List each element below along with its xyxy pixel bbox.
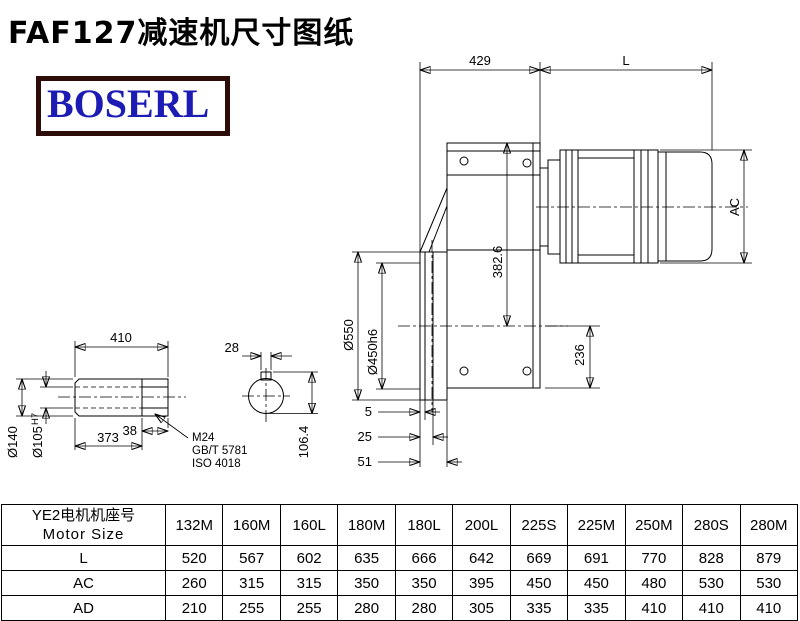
dim-236-label: 236 — [572, 344, 587, 366]
cell: 315 — [222, 570, 281, 596]
table-row-AD: AD 210 255 255 280 280 305 335 335 410 4… — [1, 595, 799, 621]
cell: 315 — [279, 570, 339, 596]
dim-d140-label: Ø140 — [5, 426, 20, 458]
note-m24: M24 — [192, 432, 215, 444]
col-header: 132M — [164, 504, 224, 546]
table-header-row: YE2电机机座号 Motor Size 132M 160M 160L 180M … — [1, 504, 799, 546]
dim-373-label: 373 — [97, 430, 119, 445]
cell: 520 — [164, 545, 224, 571]
cell: 255 — [222, 595, 281, 621]
dim-410-label: 410 — [110, 330, 132, 345]
technical-drawing: 429 L AC Ø550 Ø450h6 382.6 — [5, 53, 752, 470]
col-header: 160L — [279, 504, 339, 546]
output-flange — [398, 240, 568, 467]
cell: 305 — [452, 595, 511, 621]
table-row-L: L 520 567 602 635 666 642 669 691 770 82… — [1, 545, 799, 571]
cell: 879 — [739, 545, 799, 571]
dim-AC-label: AC — [727, 198, 742, 216]
dim-51-label: 51 — [358, 454, 372, 469]
cell: 450 — [509, 570, 569, 596]
page-title: FAF127减速机尺寸图纸 — [8, 16, 355, 51]
table-header-motor-size: YE2电机机座号 Motor Size — [1, 504, 166, 546]
motor-size-table: YE2电机机座号 Motor Size 132M 160M 160L 180M … — [1, 504, 799, 621]
col-header: 250M — [624, 504, 684, 546]
cell: 642 — [452, 545, 511, 571]
cell: 666 — [394, 545, 454, 571]
header-cn: YE2电机机座号 — [31, 507, 136, 524]
row-label: AC — [1, 570, 166, 596]
cell: 335 — [567, 595, 626, 621]
col-header: 280M — [739, 504, 799, 546]
cell: 280 — [394, 595, 454, 621]
row-label: L — [1, 545, 166, 571]
main-dimensions: 429 L AC Ø550 Ø450h6 382.6 — [341, 53, 752, 469]
cell: 669 — [509, 545, 569, 571]
dim-5-label: 5 — [365, 404, 372, 419]
cell: 530 — [682, 570, 741, 596]
dim-d550-label: Ø550 — [341, 319, 356, 351]
cell: 395 — [452, 570, 511, 596]
cell: 602 — [279, 545, 339, 571]
row-label: AD — [1, 595, 166, 621]
col-header: 200L — [452, 504, 511, 546]
col-header: 160M — [222, 504, 281, 546]
dim-28-label: 28 — [225, 340, 239, 355]
gear-housing — [419, 142, 541, 389]
dim-L-label: L — [622, 53, 629, 68]
cell: 450 — [567, 570, 626, 596]
shaft-cross-section: 28 106.4 — [225, 340, 318, 458]
note-iso4018: ISO 4018 — [192, 458, 241, 470]
cell: 530 — [739, 570, 799, 596]
col-header: 180M — [337, 504, 396, 546]
cell: 255 — [279, 595, 339, 621]
dim-106-label: 106.4 — [296, 426, 311, 459]
dim-d105-tolerance: H7 — [30, 413, 41, 425]
cell: 770 — [624, 545, 684, 571]
cell: 410 — [624, 595, 684, 621]
cell: 410 — [682, 595, 741, 621]
shaft-detail-view: 410 38 373 M24 GB/T 5781 ISO 4018 Ø140 Ø… — [5, 330, 247, 470]
cell: 210 — [164, 595, 224, 621]
dim-d105-label: Ø105 — [30, 426, 45, 458]
dim-d450h6-label: Ø450h6 — [365, 329, 380, 375]
col-header: 180L — [394, 504, 454, 546]
note-gb5781: GB/T 5781 — [192, 445, 247, 457]
dim-429-label: 429 — [469, 53, 491, 68]
cell: 350 — [394, 570, 454, 596]
cell: 260 — [164, 570, 224, 596]
cell: 480 — [624, 570, 684, 596]
cell: 635 — [337, 545, 396, 571]
col-header: 280S — [682, 504, 741, 546]
cell: 335 — [509, 595, 569, 621]
dim-25-label: 25 — [358, 429, 372, 444]
col-header: 225M — [567, 504, 626, 546]
dim-382-label: 382.6 — [490, 246, 505, 279]
brand-logo: BOSERL — [36, 76, 231, 136]
motor — [536, 149, 748, 264]
cell: 828 — [682, 545, 741, 571]
cell: 567 — [222, 545, 281, 571]
cell: 410 — [739, 595, 799, 621]
cell: 280 — [337, 595, 396, 621]
cell: 691 — [567, 545, 626, 571]
dim-38-label: 38 — [123, 423, 137, 438]
col-header: 225S — [509, 504, 569, 546]
cell: 350 — [337, 570, 396, 596]
table-row-AC: AC 260 315 315 350 350 395 450 450 480 5… — [1, 570, 799, 596]
header-en: Motor Size — [42, 526, 125, 543]
